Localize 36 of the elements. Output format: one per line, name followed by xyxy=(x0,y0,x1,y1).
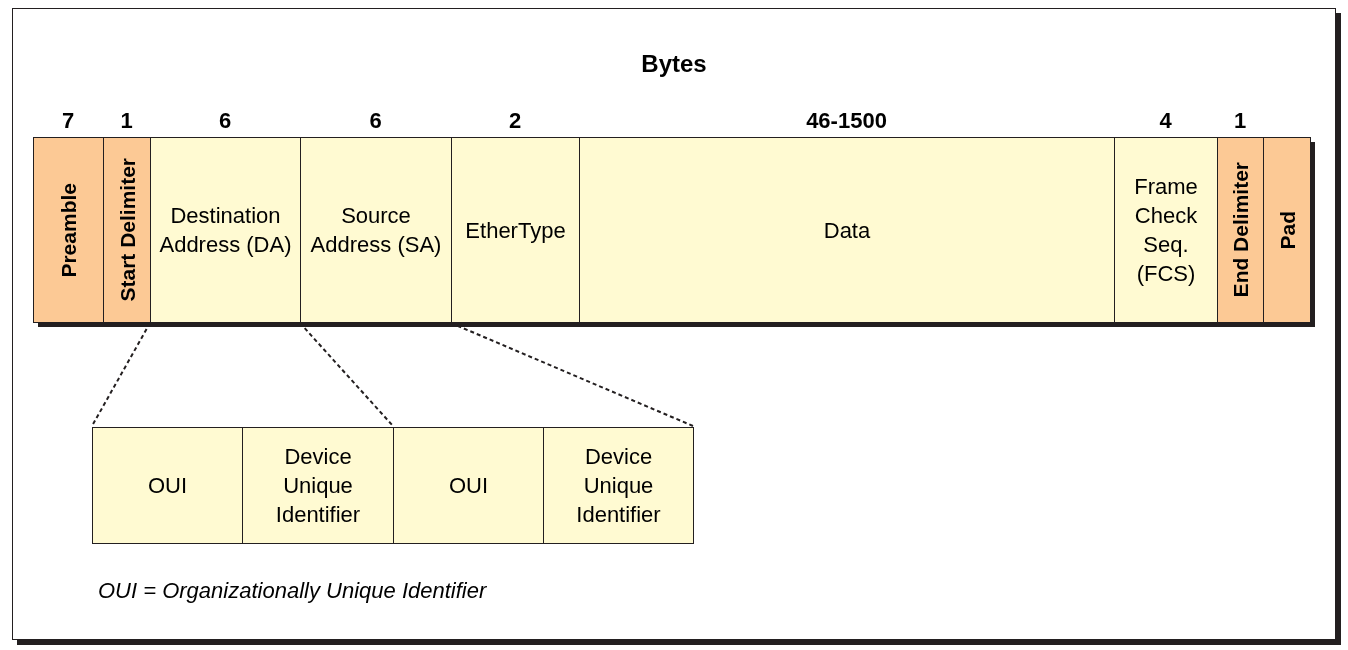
field-label: Source Address (SA) xyxy=(309,202,443,259)
byte-count: 7 xyxy=(61,107,75,135)
field-box xyxy=(242,427,394,544)
field-box xyxy=(543,427,694,544)
field-label: Pad xyxy=(1276,210,1298,250)
title: Bytes xyxy=(641,49,707,79)
delimiter-field xyxy=(1263,137,1311,323)
delimiter-field xyxy=(1217,137,1264,323)
byte-count: 1 xyxy=(120,107,133,135)
field-label: Device Unique Identifier xyxy=(274,443,362,529)
field-label: Frame Check Seq. (FCS) xyxy=(1133,173,1199,288)
byte-count: 1 xyxy=(1233,107,1247,135)
field-label: Destination Address (DA) xyxy=(158,202,293,259)
caption: OUI = Organizationally Unique Identifier xyxy=(98,577,487,605)
field-label: Data xyxy=(822,216,872,245)
byte-count: 6 xyxy=(218,107,232,135)
field-box xyxy=(92,427,243,544)
field-label: OUI xyxy=(146,472,189,500)
byte-count: 4 xyxy=(1159,107,1172,135)
field-label: Start Delimiter xyxy=(116,158,138,302)
byte-count: 6 xyxy=(369,107,382,135)
field-box xyxy=(579,137,1115,323)
field-label: EtherType xyxy=(464,216,567,245)
field-label: End Delimiter xyxy=(1230,162,1251,298)
field-box xyxy=(300,137,452,323)
field-box xyxy=(451,137,580,323)
field-box xyxy=(393,427,544,544)
field-label: OUI xyxy=(447,472,490,500)
field-label: Device Unique Identifier xyxy=(575,443,662,529)
delimiter-field xyxy=(103,137,151,323)
field-box xyxy=(150,137,301,323)
byte-count: 46-1500 xyxy=(806,107,887,135)
field-label: Preamble xyxy=(58,182,79,278)
field-box xyxy=(1114,137,1218,323)
delimiter-field xyxy=(33,137,104,323)
byte-count: 2 xyxy=(508,107,522,135)
